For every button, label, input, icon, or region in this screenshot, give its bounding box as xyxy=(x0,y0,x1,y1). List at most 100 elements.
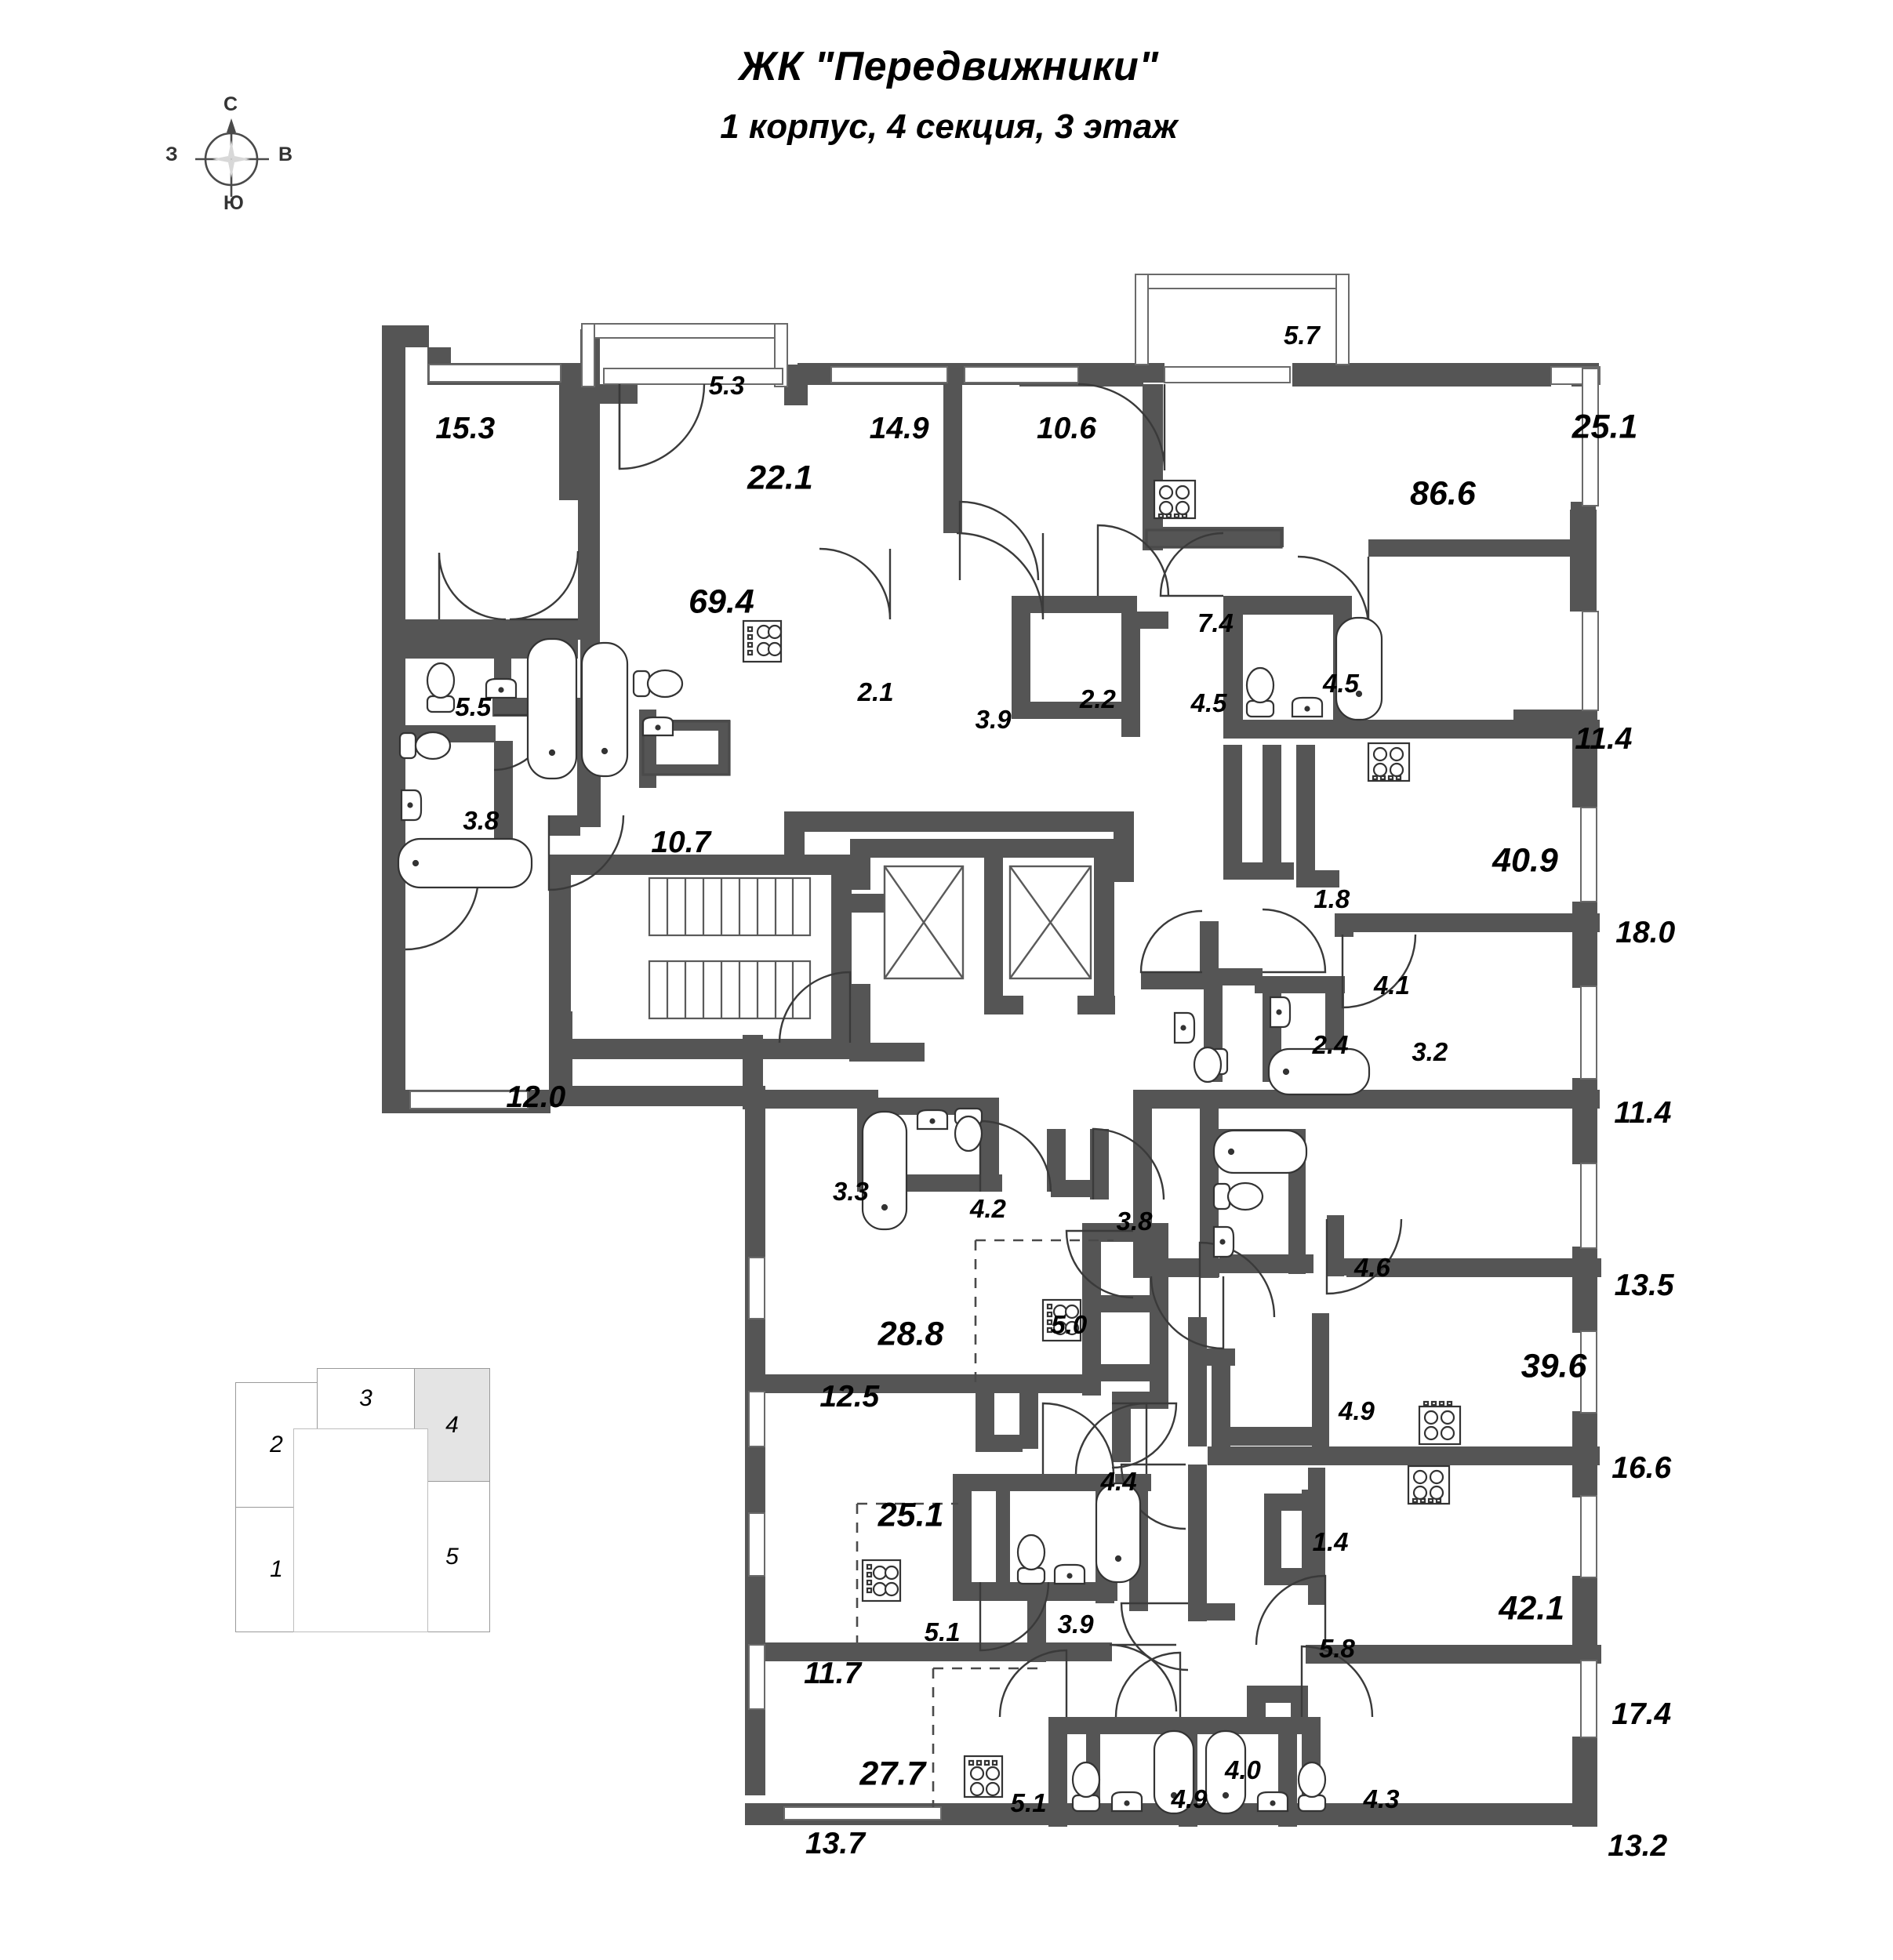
room-area-label: 17.4 xyxy=(1611,1697,1672,1731)
room-area-label: 16.6 xyxy=(1611,1451,1672,1486)
compass-west-label: З xyxy=(165,143,178,165)
stove-icon xyxy=(1418,1400,1462,1446)
room-area-label: 3.3 xyxy=(833,1176,869,1206)
room-area-label: 4.6 xyxy=(1353,1252,1390,1282)
room-area-label: 42.1 xyxy=(1499,1589,1565,1628)
room-area-label: 4.5 xyxy=(1322,668,1359,698)
sink-icon xyxy=(1173,1011,1196,1044)
key-section-4-label: 4 xyxy=(445,1411,459,1438)
stove-icon xyxy=(1407,1465,1451,1505)
sink-icon xyxy=(1269,996,1292,1029)
toilet-icon xyxy=(426,662,456,713)
bathtub-icon xyxy=(1212,1129,1308,1174)
sink-icon xyxy=(916,1109,949,1131)
room-area-label: 40.9 xyxy=(1492,841,1558,880)
room-area-label: 39.6 xyxy=(1521,1347,1587,1385)
toilet-icon xyxy=(1071,1761,1101,1813)
key-section-1-label: 1 xyxy=(270,1556,283,1582)
bathtub-icon xyxy=(1095,1482,1142,1584)
building-key-diagram: 2 1 3 4 5 xyxy=(235,1368,525,1632)
room-area-label: 5.8 xyxy=(1318,1634,1355,1664)
stove-icon xyxy=(861,1559,902,1602)
room-area-label: 11.4 xyxy=(1614,1095,1672,1130)
room-area-label: 86.6 xyxy=(1410,474,1476,513)
bathtub-icon xyxy=(1153,1730,1195,1815)
room-area-label: 27.7 xyxy=(859,1755,926,1793)
room-area-label: 4.9 xyxy=(1338,1396,1375,1425)
room-area-label: 3.8 xyxy=(463,805,500,835)
sink-icon xyxy=(1256,1791,1289,1813)
room-area-label: 2.1 xyxy=(857,677,894,707)
room-area-label: 10.7 xyxy=(651,825,711,859)
room-area-label: 14.9 xyxy=(869,411,929,445)
room-area-label: 25.1 xyxy=(877,1496,944,1534)
room-area-label: 12.0 xyxy=(506,1080,566,1114)
room-area-label: 4.0 xyxy=(1224,1755,1261,1785)
room-area-label: 5.1 xyxy=(1010,1788,1047,1817)
compass-east-label: В xyxy=(278,143,293,165)
room-area-label: 18.0 xyxy=(1615,915,1676,949)
kitchen-zone-dashed-layer xyxy=(856,1239,1114,1807)
room-area-label: 2.2 xyxy=(1080,684,1116,713)
room-area-label: 3.9 xyxy=(1057,1609,1094,1639)
complex-name: ЖК "Передвижники" xyxy=(739,44,1159,89)
room-area-label: 3.9 xyxy=(975,705,1012,735)
room-area-label: 2.4 xyxy=(1312,1030,1349,1060)
sink-icon xyxy=(1291,696,1324,718)
stove-icon xyxy=(1041,1298,1082,1342)
toilet-icon xyxy=(398,731,452,760)
room-area-label: 13.5 xyxy=(1614,1268,1674,1302)
sink-icon xyxy=(400,789,423,822)
toilet-icon xyxy=(1016,1534,1046,1585)
key-section-2-label: 2 xyxy=(270,1432,283,1457)
bathtub-icon xyxy=(1204,1730,1247,1815)
room-area-label: 69.4 xyxy=(689,583,754,621)
bathtub-icon xyxy=(1267,1047,1371,1096)
room-area-label: 5.7 xyxy=(1283,321,1320,350)
room-area-label: 5.3 xyxy=(708,370,745,400)
bathtub-icon xyxy=(580,641,629,778)
room-area-label: 13.7 xyxy=(805,1826,865,1860)
stove-icon xyxy=(1367,742,1411,782)
sink-icon xyxy=(641,716,674,737)
compass-south-label: Ю xyxy=(223,192,244,214)
key-section-3[interactable]: 3 xyxy=(317,1368,415,1429)
compass-north-label: С xyxy=(223,93,238,115)
room-area-label: 4.2 xyxy=(970,1193,1006,1223)
bathtub-icon xyxy=(397,837,533,889)
room-area-label: 4.4 xyxy=(1100,1466,1137,1496)
elevator-shafts xyxy=(883,865,1092,980)
key-section-4[interactable]: 4 xyxy=(414,1368,490,1482)
room-area-label: 12.5 xyxy=(819,1379,880,1414)
room-area-label: 15.3 xyxy=(435,411,496,445)
room-area-label: 10.6 xyxy=(1036,411,1096,445)
plumbing-fixtures-layer xyxy=(397,616,1383,1815)
bathtub-icon xyxy=(526,637,578,780)
room-area-label: 5.1 xyxy=(924,1617,961,1646)
room-area-label: 11.4 xyxy=(1575,722,1633,757)
room-area-label: 4.3 xyxy=(1363,1784,1400,1813)
room-area-label: 3.8 xyxy=(1116,1207,1153,1236)
room-area-label: 4.1 xyxy=(1373,970,1410,1000)
windows-layer xyxy=(409,274,1601,1820)
walls-layer xyxy=(382,325,1601,1827)
door-swings-layer xyxy=(405,383,1417,1718)
building-section-floor: 1 корпус, 4 секция, 3 этаж xyxy=(720,107,1178,146)
room-area-label: 3.2 xyxy=(1412,1036,1448,1066)
key-section-3-label: 3 xyxy=(359,1385,372,1411)
room-area-label: 1.8 xyxy=(1313,884,1350,913)
stove-icon xyxy=(1153,479,1197,520)
toilet-icon xyxy=(1193,1046,1229,1083)
stove-icon xyxy=(742,619,783,663)
room-area-label: 5.0 xyxy=(1051,1309,1088,1339)
bathtub-icon xyxy=(1335,616,1383,721)
room-area-label: 4.9 xyxy=(1171,1784,1208,1813)
room-area-label: 5.5 xyxy=(455,691,492,721)
room-area-label: 4.5 xyxy=(1190,688,1227,717)
room-area-label: 11.7 xyxy=(804,1656,862,1690)
toilet-icon xyxy=(954,1107,983,1152)
sink-icon xyxy=(1053,1563,1086,1585)
sink-icon xyxy=(1110,1791,1143,1813)
